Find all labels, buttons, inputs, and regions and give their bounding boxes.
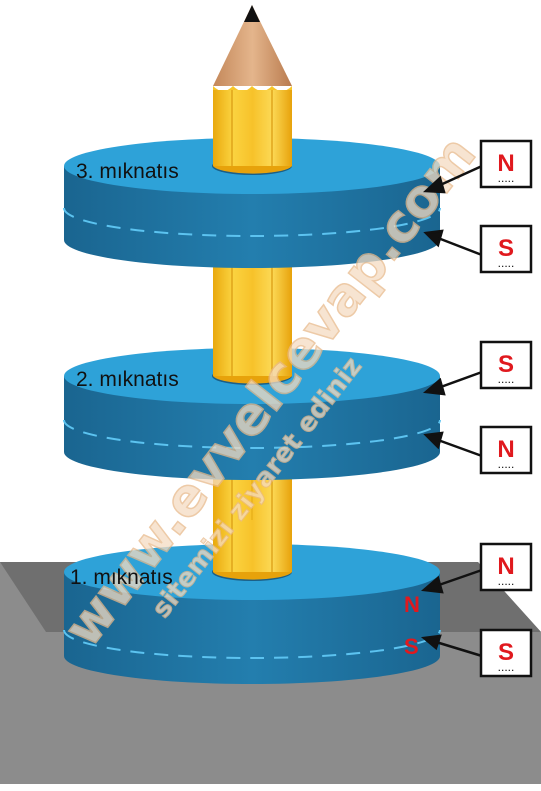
svg-text:.....: .....	[498, 256, 515, 270]
svg-text:S: S	[498, 351, 514, 378]
magnet-2-label: 2. mıknatıs	[76, 368, 179, 391]
svg-text:N: N	[497, 436, 514, 463]
svg-text:.....: .....	[498, 171, 515, 185]
svg-text:.....: .....	[498, 372, 515, 386]
pointer-arrows	[420, 164, 483, 658]
svg-text:S: S	[498, 235, 514, 262]
answer-box-2-bottom: N .....	[479, 425, 533, 475]
svg-text:S: S	[498, 639, 514, 666]
svg-text:N: N	[497, 150, 514, 177]
answer-box-1-top: N .....	[479, 542, 533, 592]
magnet-3-label: 3. mıknatıs	[76, 160, 179, 183]
magnet-3	[63, 90, 441, 268]
answer-box-2-top: S .....	[479, 340, 533, 390]
magnet-1-side-top-pole: N	[404, 592, 420, 617]
svg-text:.....: .....	[498, 660, 515, 674]
magnet-2	[63, 262, 441, 480]
magnet-1	[63, 520, 441, 684]
svg-text:.....: .....	[498, 574, 515, 588]
answer-box-3-bottom: S .....	[479, 224, 533, 274]
answer-box-3-top: N .....	[479, 139, 533, 189]
pencil-tip	[213, 5, 292, 91]
magnet-1-side-bottom-pole: S	[404, 634, 419, 659]
svg-text:N: N	[497, 553, 514, 580]
answer-box-1-bottom: S .....	[479, 628, 533, 678]
magnet-1-label: 1. mıknatıs	[70, 566, 173, 589]
svg-text:.....: .....	[498, 457, 515, 471]
